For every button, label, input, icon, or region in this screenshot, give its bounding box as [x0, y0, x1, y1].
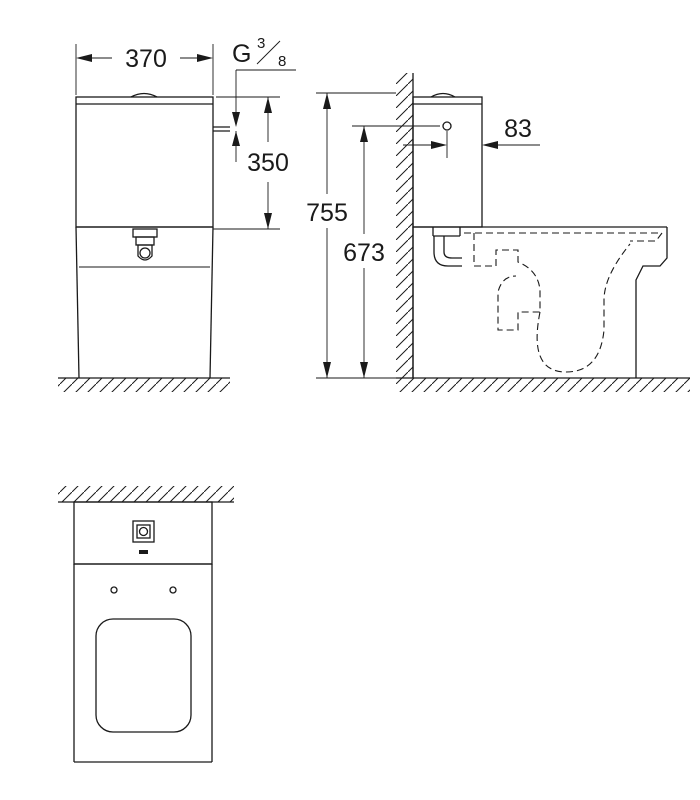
top-cistern	[73, 501, 213, 565]
inlet-offset-label: 83	[504, 115, 532, 143]
total-height-label: 755	[306, 199, 348, 227]
width-label: 370	[125, 45, 167, 73]
side-floor-line	[396, 377, 690, 392]
top-wall	[58, 486, 234, 503]
connection-numerator: 3	[257, 35, 265, 52]
front-cistern	[75, 92, 230, 228]
dim-connection: G 3 8	[232, 35, 296, 162]
front-view: 370 G 3 8 350	[58, 35, 296, 392]
connection-denominator: 8	[278, 53, 286, 70]
cistern-height-label: 350	[247, 149, 289, 177]
dim-seat-height: 673	[343, 125, 440, 378]
front-floor-line	[58, 377, 230, 392]
side-wall	[396, 73, 414, 378]
side-view: 755 673 83	[306, 73, 690, 392]
side-cistern	[412, 92, 483, 228]
side-bowl	[412, 226, 668, 378]
dim-inlet-offset: 83	[403, 115, 540, 158]
front-bowl	[75, 226, 214, 379]
seat-height-label: 673	[343, 239, 385, 267]
side-bowl-hidden	[464, 232, 664, 373]
top-view	[58, 486, 234, 763]
dim-width: 370	[75, 44, 214, 95]
top-bowl	[73, 563, 213, 763]
connection-prefix: G	[232, 40, 251, 68]
dim-cistern-height: 350	[213, 96, 289, 230]
dim-total-height: 755	[306, 92, 396, 379]
